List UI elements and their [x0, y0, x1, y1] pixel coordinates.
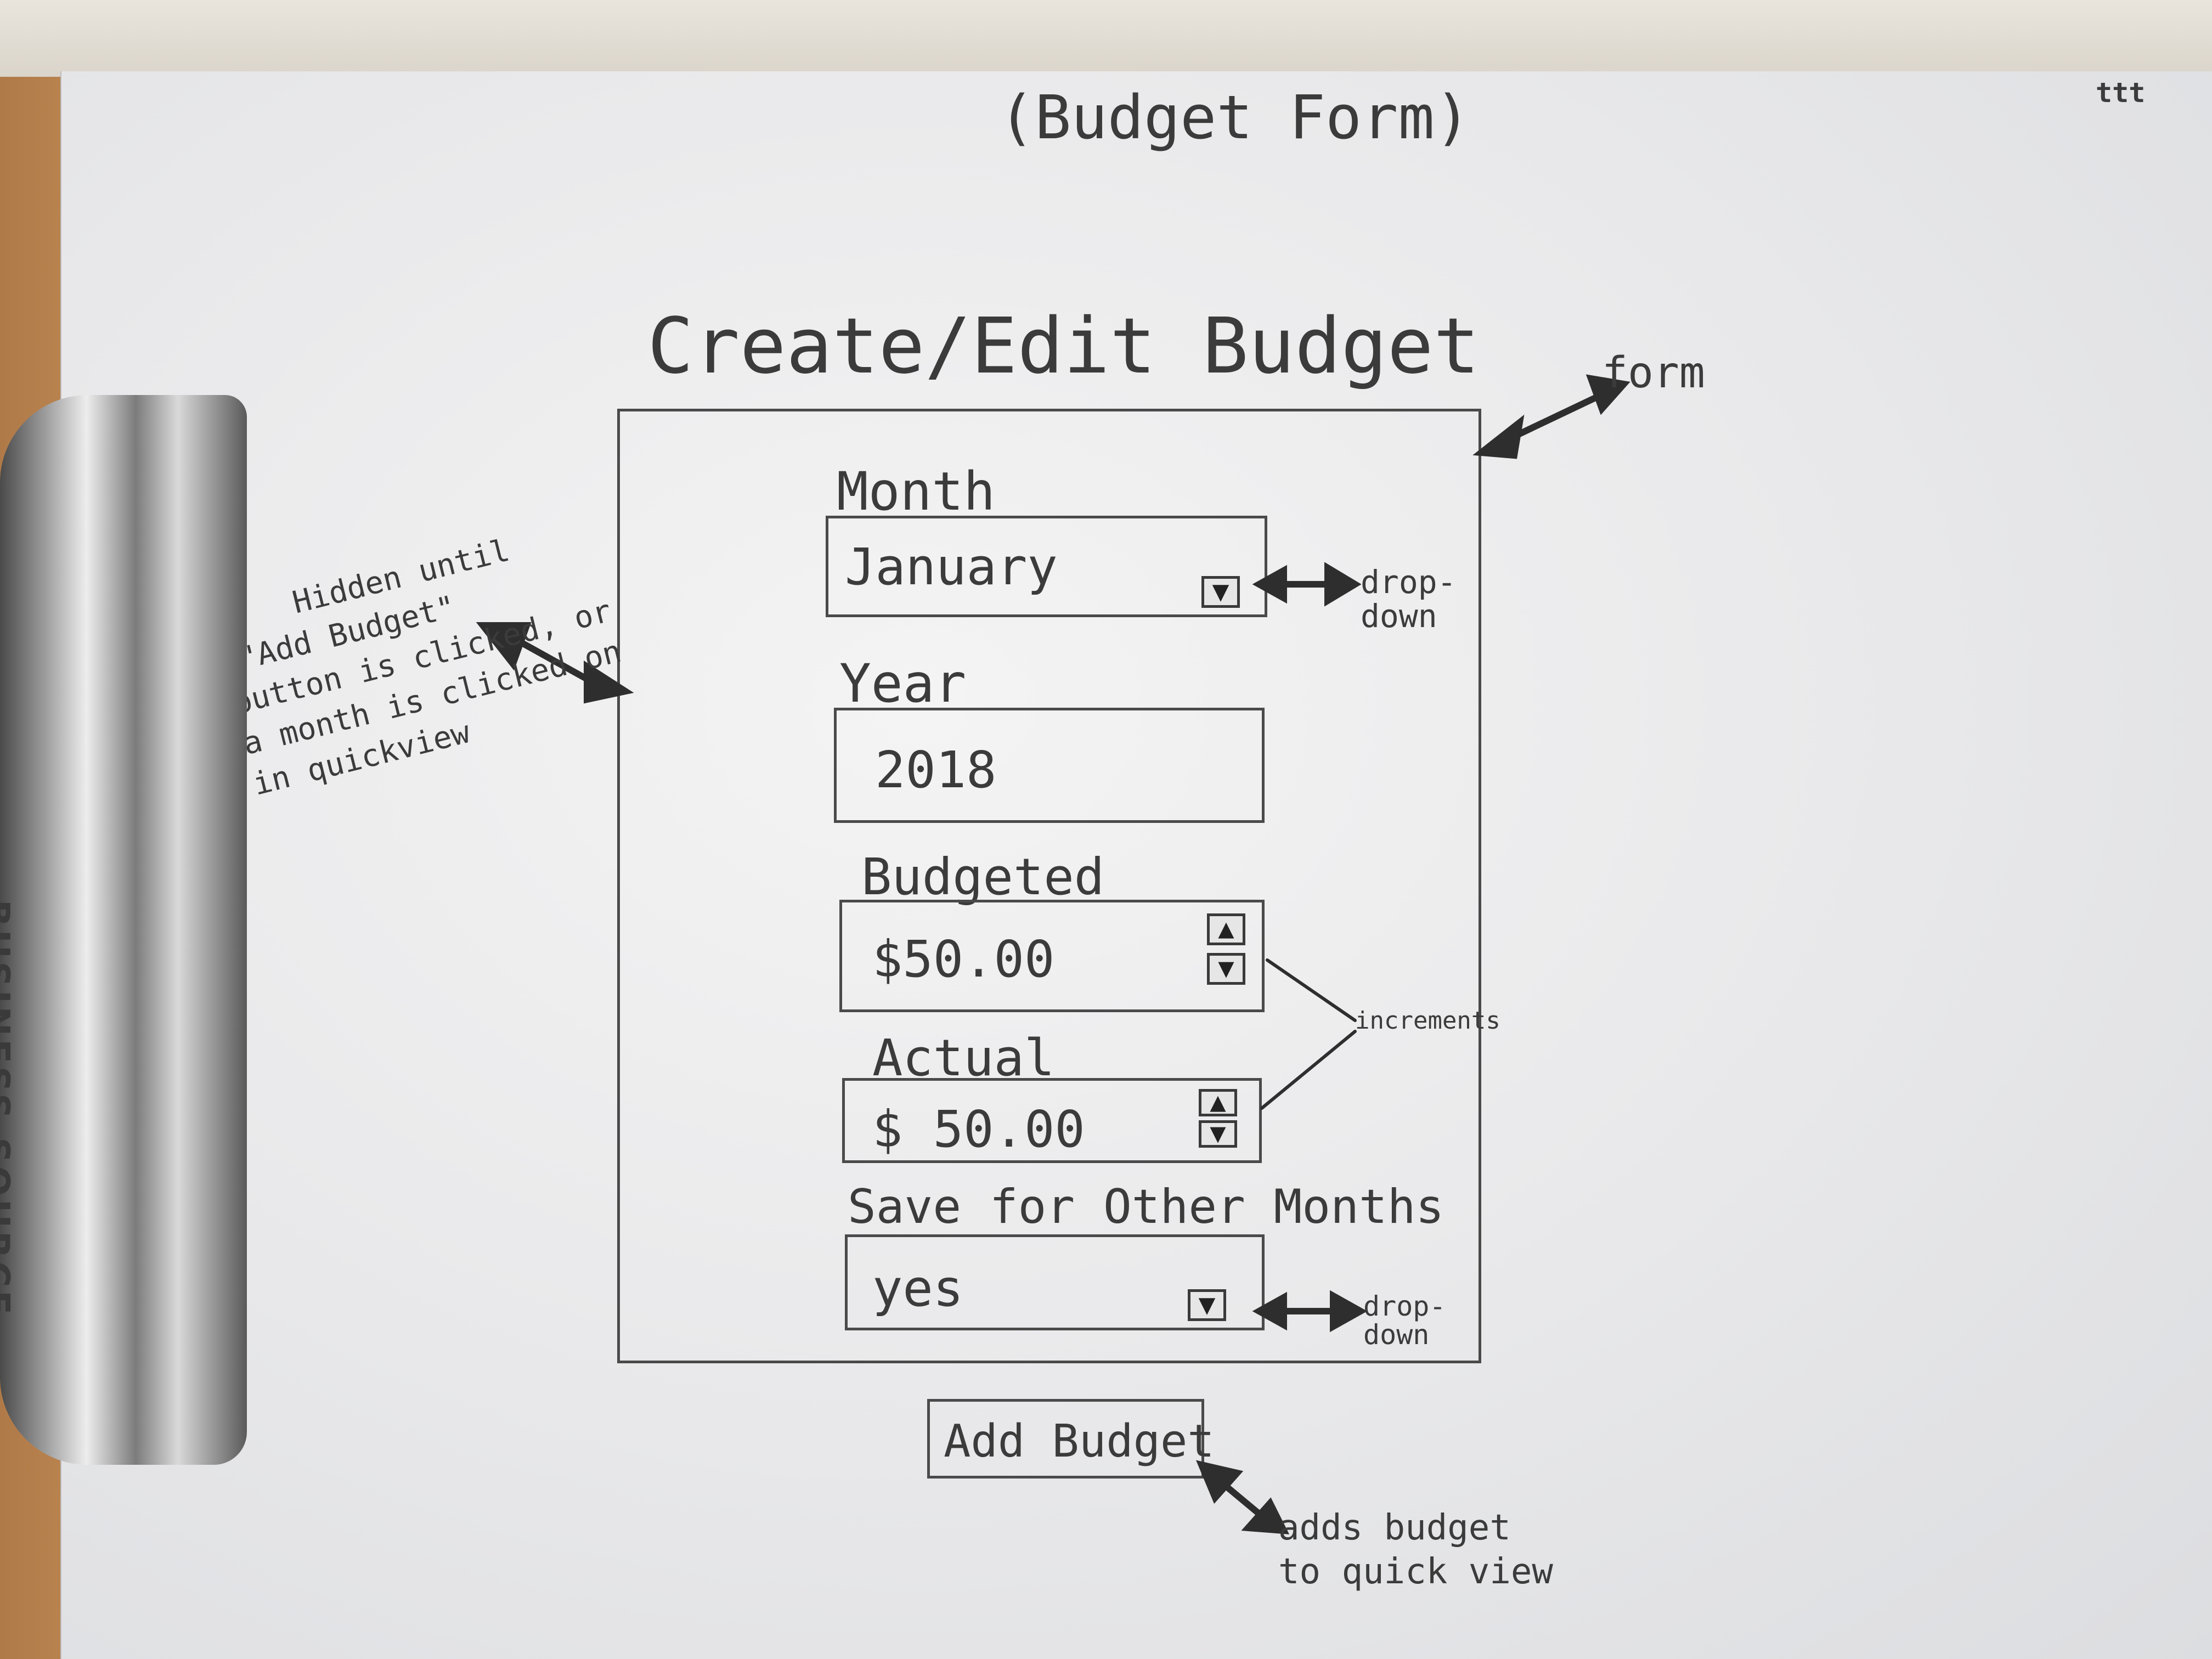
dropdown-annotation-1: drop- down — [1361, 563, 1457, 635]
actual-increment-button[interactable]: ▲ — [1199, 1089, 1237, 1116]
clipboard-clip — [0, 395, 247, 1465]
form-annotation: form — [1602, 348, 1705, 398]
corner-mark: ttt — [2096, 77, 2146, 109]
clipboard-brand-text: BUSINESS SOURCE — [0, 900, 16, 1318]
save-other-dropdown-button[interactable]: ▼ — [1188, 1289, 1226, 1321]
budgeted-value: $50.00 — [872, 930, 1055, 989]
budget-form — [617, 409, 1481, 1363]
month-value: January — [845, 538, 1058, 596]
sketch-paper — [60, 71, 2212, 1659]
year-input[interactable]: 2018 — [834, 708, 1265, 823]
budgeted-label: Budgeted — [861, 848, 1105, 906]
actual-value: $ 50.00 — [872, 1100, 1085, 1159]
save-other-label: Save for Other Months — [848, 1180, 1444, 1234]
form-heading: Create/Edit Budget — [647, 302, 1480, 391]
actual-input[interactable]: $ 50.00 ▲ ▼ — [842, 1078, 1262, 1163]
page-title: (Budget Form) — [998, 82, 1471, 153]
month-dropdown-button[interactable]: ▼ — [1201, 576, 1240, 608]
year-value: 2018 — [875, 741, 997, 799]
arrow-up-icon: ▲ — [1218, 917, 1234, 941]
actual-label: Actual — [872, 1029, 1055, 1087]
arrow-down-icon: ▼ — [1218, 956, 1234, 980]
dropdown-annotation-2: drop- down — [1363, 1290, 1446, 1351]
arrow-up-icon: ▲ — [1210, 1090, 1226, 1114]
year-label: Year — [839, 653, 967, 714]
budgeted-decrement-button[interactable]: ▼ — [1207, 953, 1245, 985]
add-budget-button[interactable]: Add Budget — [927, 1399, 1215, 1479]
add-budget-label: Add Budget — [944, 1415, 1215, 1468]
month-label: Month — [837, 461, 995, 522]
budgeted-increment-button[interactable]: ▲ — [1207, 913, 1245, 945]
save-other-value: yes — [872, 1259, 964, 1318]
budgeted-input[interactable]: $50.00 ▲ ▼ — [839, 900, 1265, 1012]
actual-decrement-button[interactable]: ▼ — [1199, 1120, 1237, 1148]
arrow-down-icon: ▼ — [1210, 1121, 1226, 1146]
save-other-select[interactable]: yes ▼ — [845, 1234, 1265, 1330]
arrow-down-icon: ▼ — [1212, 579, 1229, 605]
increments-annotation: increments — [1355, 1007, 1500, 1035]
adds-budget-annotation: adds budget to quick view — [1278, 1508, 1553, 1592]
month-select[interactable]: January ▼ — [826, 516, 1267, 617]
arrow-down-icon: ▼ — [1198, 1293, 1216, 1318]
